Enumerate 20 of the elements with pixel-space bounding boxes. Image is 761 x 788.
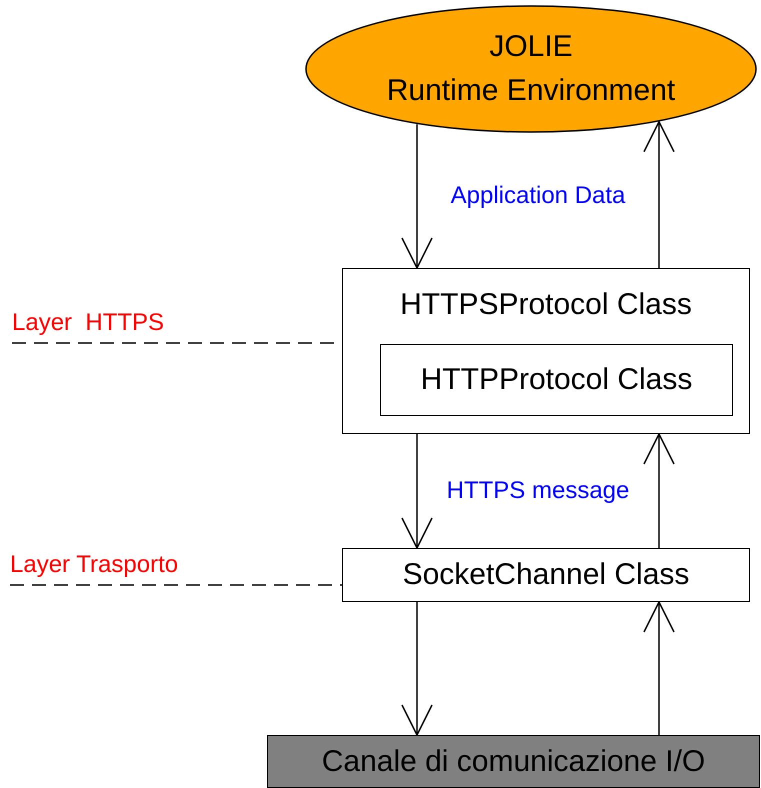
class-box xyxy=(342,268,750,434)
layer-label: Layer HTTPS xyxy=(12,308,164,338)
arrow xyxy=(401,602,433,736)
class-box xyxy=(342,548,750,602)
arrow xyxy=(643,601,675,735)
node-label: JOLIE xyxy=(489,29,573,65)
arrow xyxy=(401,434,433,549)
layer-label: Layer Trasporto xyxy=(10,550,178,580)
node-label: Canale di comunicazione I/O xyxy=(322,744,706,780)
dashed-line xyxy=(10,584,342,586)
node-label: Runtime Environment xyxy=(386,73,676,109)
channel-box xyxy=(267,735,760,788)
arrow xyxy=(643,121,675,268)
runtime-ellipse xyxy=(305,5,757,133)
class-box xyxy=(380,344,733,416)
arrow xyxy=(643,433,675,548)
node-label: SocketChannel Class xyxy=(402,557,690,593)
node-label: HTTPProtocol Class xyxy=(420,362,692,398)
node-label: HTTPSProtocol Class xyxy=(400,287,692,323)
arrow xyxy=(401,124,433,269)
